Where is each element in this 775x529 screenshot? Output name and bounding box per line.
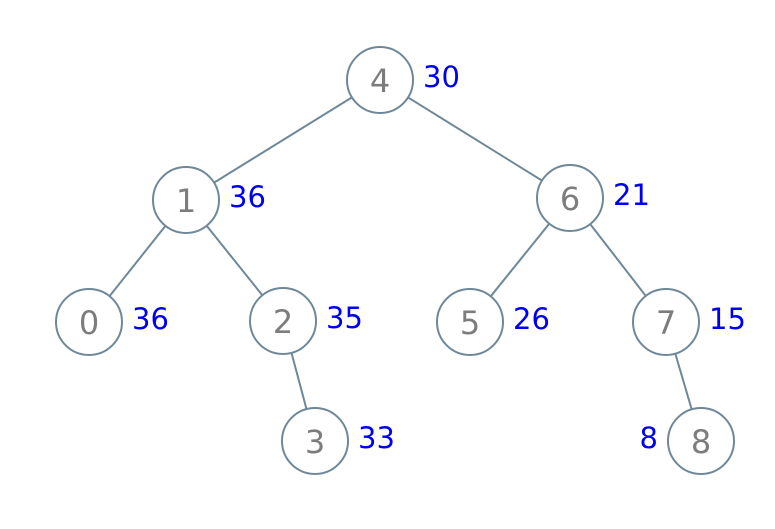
node-circle [346, 46, 414, 114]
node-id-label: 5 [460, 304, 480, 342]
tree-node-1: 1 36 [152, 166, 266, 234]
tree-node-6: 6 21 [536, 164, 650, 232]
edges-layer [88, 79, 702, 442]
node-id-label: 4 [370, 62, 390, 100]
node-value-label: 35 [326, 301, 363, 335]
tree-node-7: 7 15 [632, 288, 746, 356]
tree-node-8: 88 [640, 407, 735, 475]
tree-node-4: 4 30 [346, 46, 460, 114]
tree-edge-4-6 [379, 79, 571, 199]
node-id-label: 7 [656, 304, 676, 342]
node-id-label: 3 [305, 423, 325, 461]
node-value-label: 30 [423, 60, 460, 94]
node-id-label: 2 [273, 303, 293, 341]
node-value-label: 21 [613, 178, 650, 212]
node-value-label: 33 [358, 421, 395, 455]
node-value-label: 26 [513, 302, 550, 336]
node-circle [249, 287, 317, 355]
node-id-label: 6 [560, 180, 580, 218]
node-circle [281, 407, 349, 475]
node-circle [152, 166, 220, 234]
node-value-label: 15 [709, 302, 746, 336]
tree-node-0: 0 36 [55, 288, 169, 356]
node-circle [436, 288, 504, 356]
node-circle [55, 288, 123, 356]
node-circle [632, 288, 700, 356]
node-id-label: 0 [79, 304, 99, 342]
node-circle [667, 407, 735, 475]
node-value-label: 36 [132, 302, 169, 336]
node-id-label: 1 [176, 182, 196, 220]
node-id-label: 8 [691, 423, 711, 461]
tree-node-2: 2 35 [249, 287, 363, 355]
node-value-label: 36 [229, 180, 266, 214]
node-value-label: 8 [640, 421, 658, 455]
tree-edge-4-1 [185, 79, 381, 201]
node-circle [536, 164, 604, 232]
tree-node-5: 5 26 [436, 288, 550, 356]
